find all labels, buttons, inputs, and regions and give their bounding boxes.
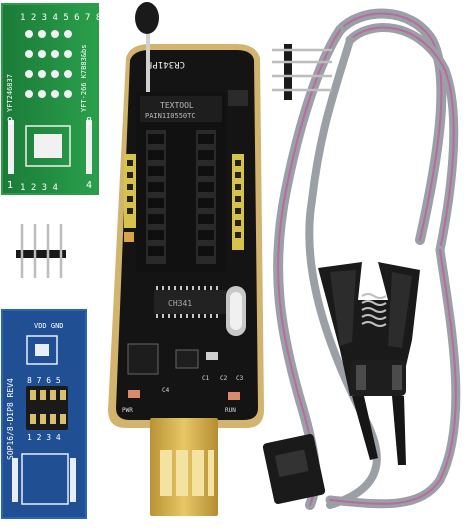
label-c2: C2: [220, 375, 228, 382]
blue-adapter-board: SOP16/8-DIP8 REV4 VDD GND 8 7 6 5 1 2 3 …: [1, 309, 87, 519]
blue-numbers-bottom: 1 2 3 4: [27, 433, 61, 442]
blue-top-right-label: VDD GND: [34, 322, 64, 330]
socket-brand: TEXTOOL: [160, 101, 194, 110]
green-top-label: 1 2 3 4 5 6 7 8: [20, 13, 101, 23]
chip-label: CH341: [168, 299, 192, 308]
green-lower-numbers: 1 2 3 4: [20, 183, 58, 193]
green-side-number-1: 9: [7, 116, 13, 127]
socket-model: PAIN1I0550TC: [145, 112, 196, 120]
label-run: RUN: [225, 407, 236, 414]
green-right-vertical-label: YFT-266 K7B83&bs: [80, 45, 88, 112]
pin-header-left: [16, 224, 66, 278]
spring: [361, 293, 387, 327]
blue-numbers-top: 8 7 6 5: [27, 376, 61, 385]
green-side-number-4: 4: [86, 180, 92, 191]
green-left-vertical-label: YFT246837: [6, 74, 14, 112]
idc-connector: [262, 434, 326, 504]
label-c1: C1: [202, 375, 210, 382]
programmer-board: CR341PF TEXTOOL PAIN1I0550TC: [108, 2, 264, 516]
board-top-label: CR341PF: [147, 59, 185, 69]
zif-lever: [135, 2, 159, 100]
pin-header-top: [272, 44, 332, 100]
yellow-header-right: [232, 154, 244, 250]
label-c3: C3: [236, 375, 244, 382]
green-side-number-2: 8: [86, 116, 92, 127]
green-side-number-3: 1: [7, 180, 13, 191]
yellow-header-left: [124, 154, 136, 228]
blue-vertical-label: SOP16/8-DIP8 REV4: [6, 378, 15, 460]
soic-test-clip: [318, 262, 420, 465]
label-c4: C4: [162, 387, 170, 394]
label-pwr: PWR: [122, 407, 133, 414]
green-adapter-board: 1 2 3 4 5 6 7 8 YFT246837 YFT-266 K7B83&…: [1, 3, 101, 195]
